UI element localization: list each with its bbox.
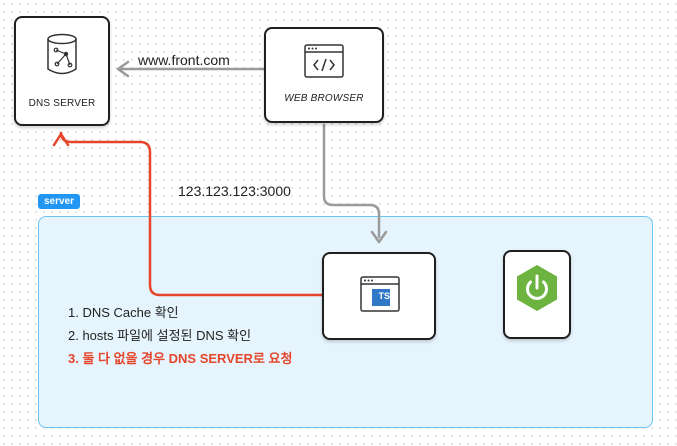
ts-app-node: TS	[322, 252, 436, 340]
step-3: 3. 둘 다 없을 경우 DNS SERVER로 요청	[68, 351, 293, 366]
dns-server-node: DNS SERVER	[14, 16, 110, 126]
typescript-window-icon	[360, 276, 400, 312]
arrowhead-server-to-dns	[52, 132, 70, 147]
server-region-label: server	[38, 194, 81, 209]
step-1: 1. DNS Cache 확인	[68, 305, 179, 320]
spring-power-icon	[517, 265, 557, 311]
arrowhead-browser-to-dns	[116, 60, 130, 78]
web-browser-label: WEB BROWSER	[284, 93, 364, 104]
database-network-icon	[47, 33, 77, 75]
edge-label-www-front: www.front.com	[138, 52, 230, 68]
spring-node	[503, 250, 571, 339]
arrow-server-to-dns	[59, 131, 322, 297]
dns-server-label: DNS SERVER	[28, 98, 96, 109]
web-browser-node: WEB BROWSER	[264, 27, 384, 123]
edge-label-ip-port: 123.123.123:3000	[178, 183, 291, 199]
browser-code-icon	[304, 44, 344, 78]
arrow-browser-to-server	[322, 124, 381, 238]
arrowhead-browser-to-server	[370, 230, 388, 244]
ts-badge-label: TS	[378, 291, 390, 301]
step-2: 2. hosts 파일에 설정된 DNS 확인	[68, 328, 252, 343]
